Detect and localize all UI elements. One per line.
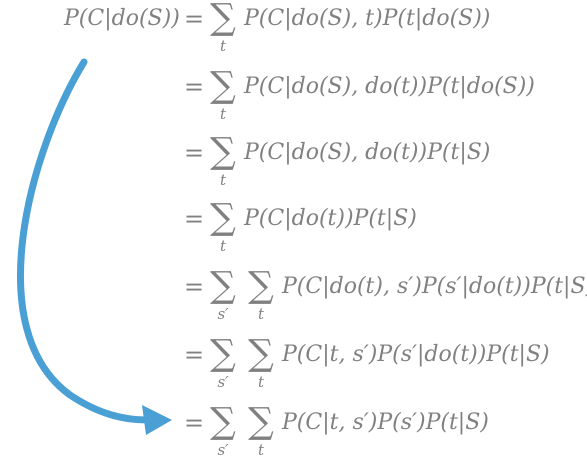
summation-index: t <box>219 105 227 123</box>
equation-line-3: = ∑ t P(C|do(S), do(t))P(t|S) <box>0 134 587 200</box>
sigma-symbol: ∑ <box>210 333 236 374</box>
summation-index: t <box>219 237 227 255</box>
summation-inner: ∑ t <box>244 401 278 459</box>
equation-line-6: = ∑ s′ ∑ t P(C|t, s′)P(s′|do(t))P(t|S) <box>0 336 587 402</box>
equation-rhs: P(C|t, s′)P(s′)P(t|S) <box>282 410 489 435</box>
summation: ∑ t <box>206 0 240 54</box>
equation-rhs: P(C|do(t))P(t|S) <box>244 206 417 231</box>
equals-sign: = <box>184 273 205 301</box>
summation-index: s′ <box>217 373 229 391</box>
equation-rhs: P(C|t, s′)P(s′|do(t))P(t|S) <box>282 342 550 367</box>
summation: ∑ t <box>206 197 240 255</box>
equals-sign: = <box>184 341 205 369</box>
summation-index: s′ <box>217 441 229 459</box>
summation-inner: ∑ t <box>244 333 278 391</box>
equals-sign: = <box>184 409 205 437</box>
summation-inner: ∑ t <box>244 265 278 323</box>
summation: ∑ t <box>206 65 240 123</box>
sigma-symbol: ∑ <box>248 265 274 306</box>
equation-line-5: = ∑ s′ ∑ t P(C|do(t), s′)P(s′|do(t))P(t|… <box>0 268 587 334</box>
summation-index: t <box>257 441 265 459</box>
sigma-symbol: ∑ <box>210 197 236 238</box>
summation-index: s′ <box>217 305 229 323</box>
summation-outer: ∑ s′ <box>206 333 240 391</box>
equation-rhs: P(C|do(S), do(t))P(t|S) <box>244 140 491 165</box>
summation-outer: ∑ s′ <box>206 401 240 459</box>
equals-sign: = <box>184 5 205 33</box>
sigma-symbol: ∑ <box>248 333 274 374</box>
equation-line-2: = ∑ t P(C|do(S), do(t))P(t|do(S)) <box>0 68 587 134</box>
equation-rhs: P(C|do(t), s′)P(s′|do(t))P(t|S) <box>282 274 587 299</box>
sigma-symbol: ∑ <box>210 401 236 442</box>
sigma-symbol: ∑ <box>210 265 236 306</box>
equation-line-1: P(C|do(S)) = ∑ t P(C|do(S), t)P(t|do(S)) <box>0 0 587 66</box>
equals-sign: = <box>184 139 205 167</box>
equation-line-4: = ∑ t P(C|do(t))P(t|S) <box>0 200 587 266</box>
summation-index: t <box>219 171 227 189</box>
summation-index: t <box>219 37 227 55</box>
sigma-symbol: ∑ <box>210 0 236 38</box>
summation: ∑ t <box>206 131 240 189</box>
sigma-symbol: ∑ <box>248 401 274 442</box>
equation-lhs: P(C|do(S)) <box>64 6 180 31</box>
equals-sign: = <box>184 205 205 233</box>
equation-rhs: P(C|do(S), do(t))P(t|do(S)) <box>244 74 535 99</box>
sigma-symbol: ∑ <box>210 65 236 106</box>
summation-index: t <box>257 373 265 391</box>
equals-sign: = <box>184 73 205 101</box>
sigma-symbol: ∑ <box>210 131 236 172</box>
equation-rhs: P(C|do(S), t)P(t|do(S)) <box>244 6 491 31</box>
equation-line-7: = ∑ s′ ∑ t P(C|t, s′)P(s′)P(t|S) <box>0 404 587 470</box>
summation-index: t <box>257 305 265 323</box>
summation-outer: ∑ s′ <box>206 265 240 323</box>
